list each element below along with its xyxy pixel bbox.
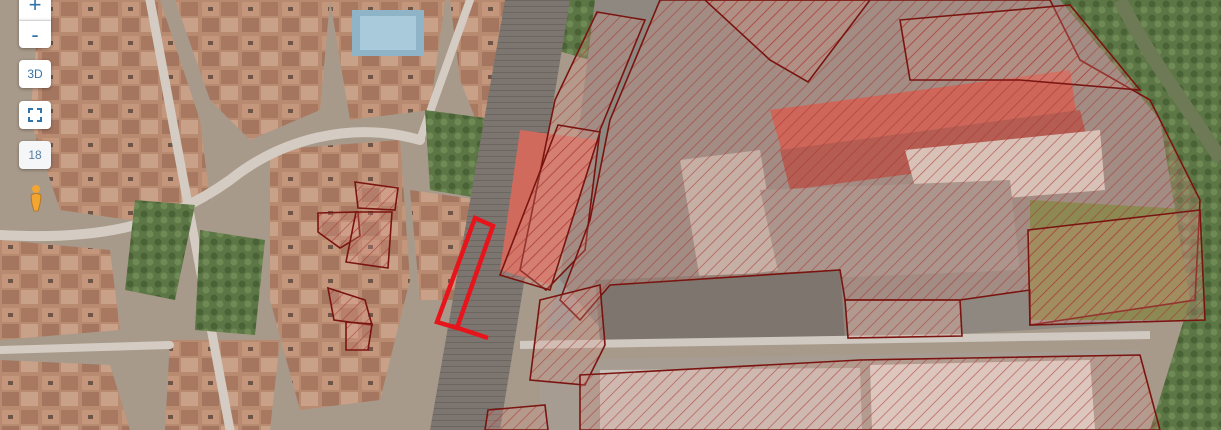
zoom-level-label: 18 [28,148,42,162]
cadastral-parcels[interactable] [317,0,1206,430]
parcel-south-small [484,404,549,430]
zoom-out-button[interactable]: - [19,20,51,48]
parcel-red-warehouse [498,124,602,291]
view-3d-label: 3D [27,67,43,81]
river [1113,0,1221,164]
parcel-vineyard [1027,209,1206,326]
zoom-in-label: + [28,0,42,17]
railway-corridor [430,0,570,430]
parcel-south-main [579,354,1161,430]
parcel-oldtown-3 [345,211,393,269]
parcel-oldtown-1 [354,181,399,211]
fullscreen-icon [28,108,42,122]
parcel-topright-strip [703,0,872,84]
selected-parcel[interactable] [434,214,496,341]
zoom-out-label: - [31,21,39,47]
zoom-level-indicator: 18 [19,141,51,169]
view-3d-button[interactable]: 3D [19,60,51,88]
parcel-east-warehouse [844,299,963,339]
pegman-icon[interactable] [28,184,44,212]
zoom-in-button[interactable]: + [19,0,51,20]
domed-building-highlight [360,16,416,50]
parcel-oldtown-5 [345,321,373,351]
fullscreen-button[interactable] [19,101,51,129]
parcel-south-west [529,283,606,386]
parcel-northeast [899,4,1142,91]
